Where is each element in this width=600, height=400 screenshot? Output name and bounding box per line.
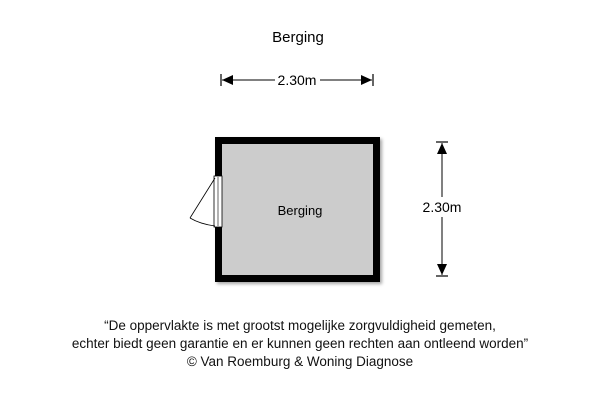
width-label: 2.30m: [278, 72, 317, 88]
disclaimer-line-2: echter biedt geen garantie en er kunnen …: [71, 336, 529, 351]
arrow-down-icon: [437, 264, 447, 275]
room-label: Berging: [278, 203, 323, 218]
height-dimension: 2.30m: [423, 141, 462, 277]
width-dimension: 2.30m: [220, 72, 374, 88]
door: [189, 175, 223, 228]
disclaimer-line-1: “De oppervlakte is met grootst mogelijke…: [104, 318, 496, 333]
arrow-up-icon: [437, 143, 447, 154]
arrow-left-icon: [222, 75, 233, 85]
height-label: 2.30m: [423, 199, 462, 215]
arrow-right-icon: [361, 75, 372, 85]
room-berging: Berging: [189, 137, 380, 282]
copyright: © Van Roemburg & Woning Diagnose: [186, 354, 414, 369]
plan-title: Berging: [272, 29, 324, 46]
